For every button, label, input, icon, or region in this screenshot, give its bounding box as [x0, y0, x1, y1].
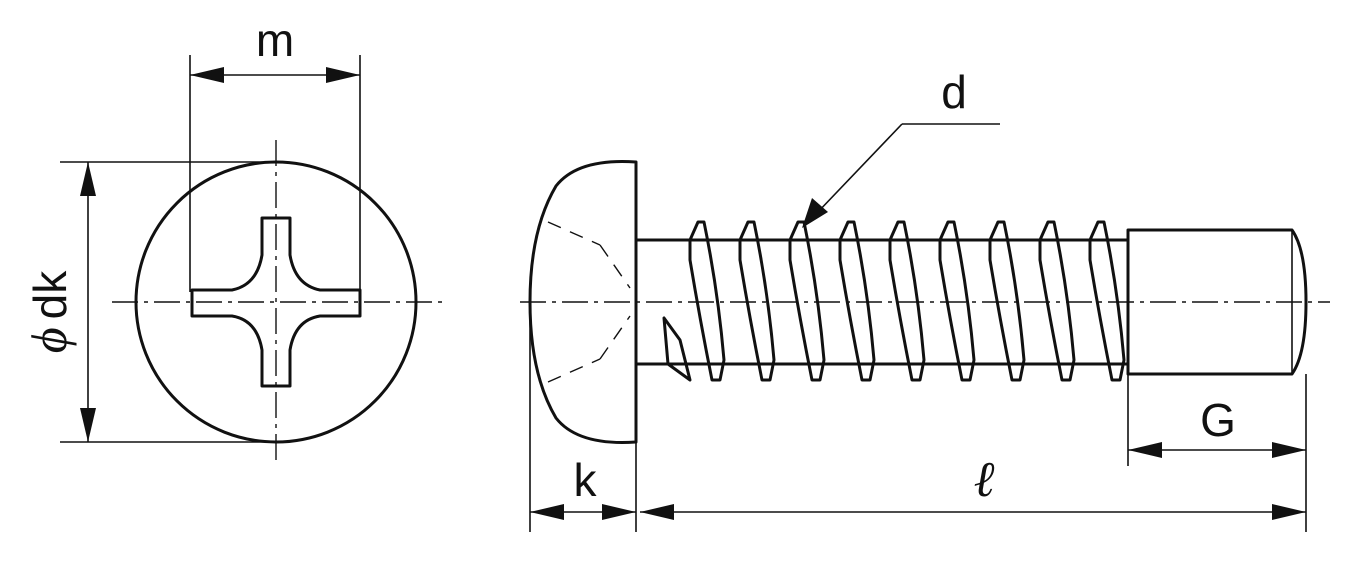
- thread-crest: [738, 220, 776, 382]
- label-d: d: [941, 66, 967, 118]
- phillips-recess: [190, 216, 362, 388]
- thread-crests: [662, 220, 1126, 382]
- thread-crest: [938, 220, 976, 382]
- dimension-l: ℓ: [640, 374, 1307, 532]
- pilot-section-outline: [1126, 228, 1308, 376]
- thread-crest: [988, 220, 1026, 382]
- thread-crest: [1038, 220, 1076, 382]
- arrowhead: [190, 67, 224, 83]
- dimension-d: d: [802, 66, 1000, 228]
- dimension-m: m: [189, 14, 361, 292]
- thread-crest: [1088, 220, 1126, 382]
- thread-crest: [662, 316, 692, 382]
- arrowhead: [80, 408, 96, 442]
- label-k: k: [574, 454, 598, 506]
- arrowhead: [602, 504, 636, 520]
- thread-crest: [688, 220, 726, 382]
- label-m: m: [256, 14, 294, 66]
- recess-hidden-lines: [547, 221, 631, 383]
- dimension-k: k: [529, 310, 637, 532]
- arrowhead: [640, 504, 674, 520]
- dimension-G: G: [1127, 374, 1306, 466]
- head-top-view: [112, 140, 442, 464]
- label-phi-dk: ϕ dk: [21, 270, 77, 353]
- thread-crest: [838, 220, 876, 382]
- arrowhead: [80, 162, 96, 196]
- label-G: G: [1200, 394, 1236, 446]
- label-phi: ϕ: [21, 327, 77, 353]
- screw-side-view: [520, 160, 1330, 444]
- arrowhead: [1272, 442, 1306, 458]
- label-l: ℓ: [974, 451, 995, 507]
- arrowhead: [326, 67, 360, 83]
- leader-line-d: [815, 123, 903, 215]
- arrowhead: [802, 198, 828, 228]
- thread-crest: [788, 220, 826, 382]
- label-dk: dk: [24, 270, 76, 320]
- arrowhead: [1128, 442, 1162, 458]
- dimension-dk: ϕ dk: [21, 161, 276, 443]
- arrowhead: [1272, 504, 1306, 520]
- thread-crest: [888, 220, 926, 382]
- arrowhead: [530, 504, 564, 520]
